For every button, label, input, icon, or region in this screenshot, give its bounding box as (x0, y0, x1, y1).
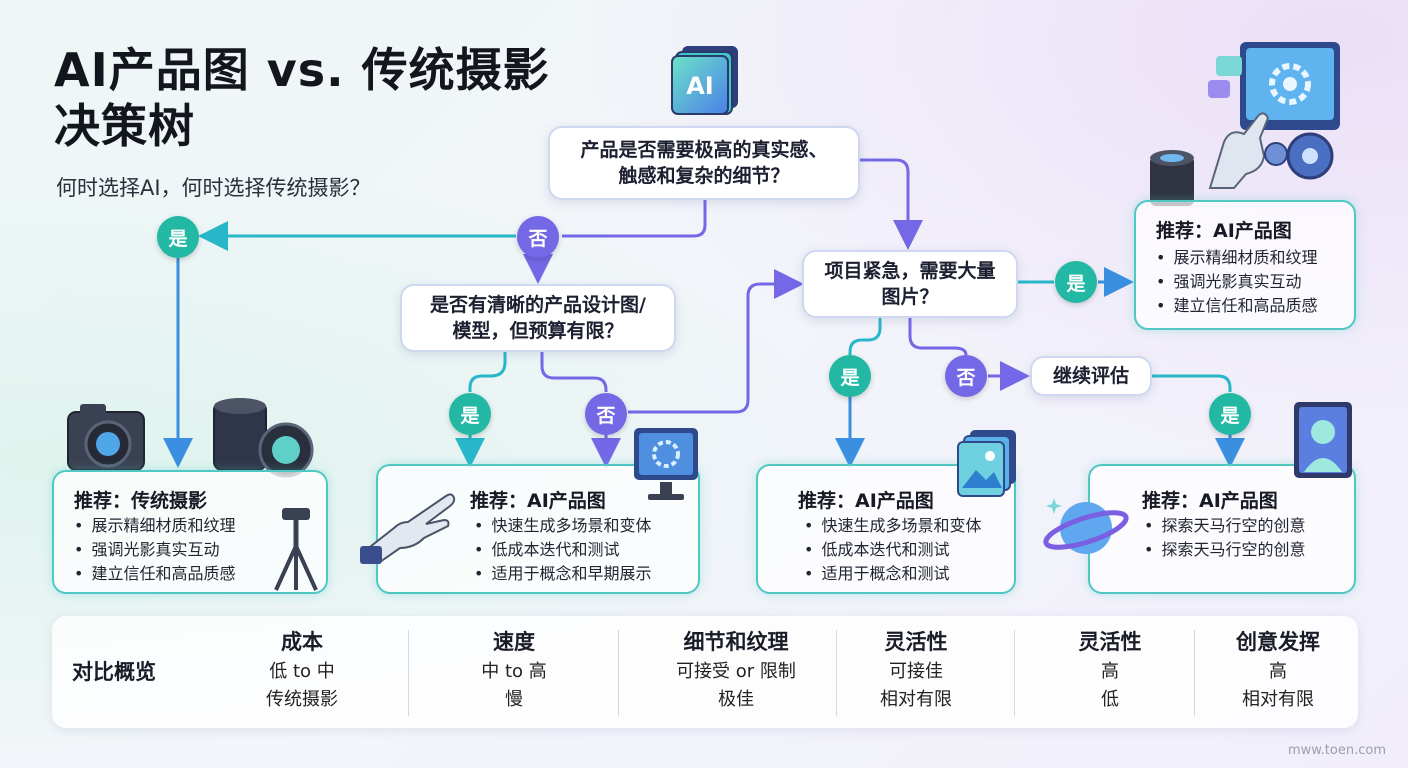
recommendation-item: 展示精细材质和纹理 (74, 514, 235, 538)
recommendation-item: 快速生成多场景和变体 (474, 514, 651, 538)
badge-yes-traditional: 是 (157, 216, 199, 258)
edge-q2-no (540, 351, 608, 392)
recommendation-item: 适用于概念和测试 (804, 562, 981, 586)
edge-continue-yes (1152, 374, 1232, 392)
recommendation-title: 推荐：AI产品图 (1156, 220, 1292, 242)
recommendation-title: 推荐：AI产品图 (470, 490, 606, 512)
comparison-value: 可接受 or 限制 (676, 661, 796, 682)
recommendation-ai-quality: 推荐：AI产品图 展示精细材质和纹理 强调光影真实互动 建立信任和高品质感 (1134, 200, 1356, 330)
edge-q3-yes-down (848, 318, 882, 355)
edge-q3-no (908, 318, 968, 356)
badge-yes-continue: 是 (1209, 393, 1251, 435)
comparison-header: 创意发挥 (1236, 630, 1320, 654)
page-title: AI产品图 vs. 传统摄影 决策树 (54, 43, 550, 153)
comparison-header: 速度 (493, 630, 535, 654)
recommendation-item: 强调光影真实互动 (1156, 270, 1317, 294)
badge-yes-q3-down: 是 (829, 355, 871, 397)
image-gallery-icon (956, 428, 1020, 498)
monitor-gear-icon (632, 426, 702, 506)
badge-no-q3: 否 (945, 355, 987, 397)
svg-text:AI: AI (686, 72, 714, 100)
badge-no-q2: 否 (585, 393, 627, 435)
portrait-frame-icon (1290, 400, 1356, 482)
comparison-value: 相对有限 (1242, 689, 1314, 710)
comparison-column-flexibility: 灵活性 可接佳 相对有限 (836, 626, 996, 714)
tripod-icon (270, 506, 322, 592)
badge-yes-q3-right: 是 (1055, 261, 1097, 303)
comparison-column-detail: 细节和纹理 可接受 or 限制 极佳 (638, 626, 834, 714)
column-divider (408, 630, 409, 716)
question-realism: 产品是否需要极高的真实感、 触感和复杂的细节？ (548, 126, 860, 200)
recommendation-ai-creative: 推荐：AI产品图 探索天马行空的创意 探索天马行空的创意 (1088, 464, 1356, 594)
comparison-value: 中 to 高 (481, 661, 547, 682)
comparison-value: 传统摄影 (266, 689, 338, 710)
comparison-value: 相对有限 (880, 689, 952, 710)
continue-evaluate: 继续评估 (1030, 356, 1152, 396)
edge-q1-no (562, 200, 707, 238)
recommendation-traditional: 推荐：传统摄影 展示精细材质和纹理 强调光影真实互动 建立信任和高品质感 (52, 470, 328, 594)
recommendation-item: 低成本迭代和测试 (804, 538, 981, 562)
question-urgent-volume: 项目紧急，需要大量 图片？ (802, 250, 1018, 318)
recommendation-item: 探索天马行空的创意 (1144, 538, 1305, 562)
column-divider (618, 630, 619, 716)
comparison-column-cost: 成本 低 to 中 传统摄影 (222, 626, 382, 714)
recommendation-title: 推荐：AI产品图 (1142, 490, 1278, 512)
comparison-value: 低 (1101, 689, 1119, 710)
recommendation-item: 展示精细材质和纹理 (1156, 246, 1317, 270)
column-divider (1014, 630, 1015, 716)
edge-q1-q3 (860, 158, 923, 250)
badge-no-q1: 否 (517, 216, 559, 258)
comparison-value: 极佳 (718, 689, 754, 710)
badge-yes-q2: 是 (449, 393, 491, 435)
comparison-column-flexibility-2: 灵活性 高 低 (1032, 626, 1188, 714)
recommendation-item: 强调光影真实互动 (74, 538, 235, 562)
comparison-value: 高 (1101, 661, 1119, 682)
comparison-overview: 对比概览 成本 低 to 中 传统摄影 速度 中 to 高 慢 细节和纹理 可接… (52, 616, 1358, 728)
recommendation-item: 适用于概念和早期展示 (474, 562, 651, 586)
recommendation-title: 推荐：传统摄影 (74, 490, 208, 512)
comparison-header: 成本 (281, 630, 323, 654)
column-divider (836, 630, 837, 716)
comparison-column-creativity: 创意发挥 高 相对有限 (1204, 626, 1352, 714)
robot-hand-icon (360, 476, 460, 566)
comparison-value: 可接佳 (889, 661, 943, 682)
camera-lens-icon (64, 398, 314, 478)
comparison-header: 灵活性 (1078, 630, 1142, 654)
robot-hand-monitor-icon (1150, 38, 1360, 208)
comparison-value: 低 to 中 (269, 661, 335, 682)
page-subtitle: 何时选择AI，何时选择传统摄影？ (56, 176, 371, 200)
comparison-column-speed: 速度 中 to 高 慢 (434, 626, 594, 714)
comparison-header: 灵活性 (884, 630, 948, 654)
recommendation-item: 建立信任和高品质感 (74, 562, 235, 586)
comparison-value: 高 (1269, 661, 1287, 682)
planet-icon (1040, 488, 1132, 568)
ai-chip-icon: AI (668, 42, 744, 118)
recommendation-item: 建立信任和高品质感 (1156, 294, 1317, 318)
recommendation-item: 低成本迭代和测试 (474, 538, 651, 562)
comparison-label: 对比概览 (72, 660, 156, 684)
edge-no-q3 (628, 269, 804, 414)
comparison-value: 慢 (505, 689, 523, 710)
column-divider (1194, 630, 1195, 716)
recommendation-title: 推荐：AI产品图 (798, 490, 934, 512)
recommendation-ai-concept: 推荐：AI产品图 快速生成多场景和变体 低成本迭代和测试 适用于概念和早期展示 (376, 464, 700, 594)
recommendation-item: 探索天马行空的创意 (1144, 514, 1305, 538)
comparison-header: 细节和纹理 (683, 630, 789, 654)
edge-q2-yes (468, 351, 507, 392)
question-design-budget: 是否有清晰的产品设计图/ 模型，但预算有限？ (400, 284, 676, 352)
recommendation-item: 快速生成多场景和变体 (804, 514, 981, 538)
watermark: mww.toen.com (1287, 743, 1386, 758)
